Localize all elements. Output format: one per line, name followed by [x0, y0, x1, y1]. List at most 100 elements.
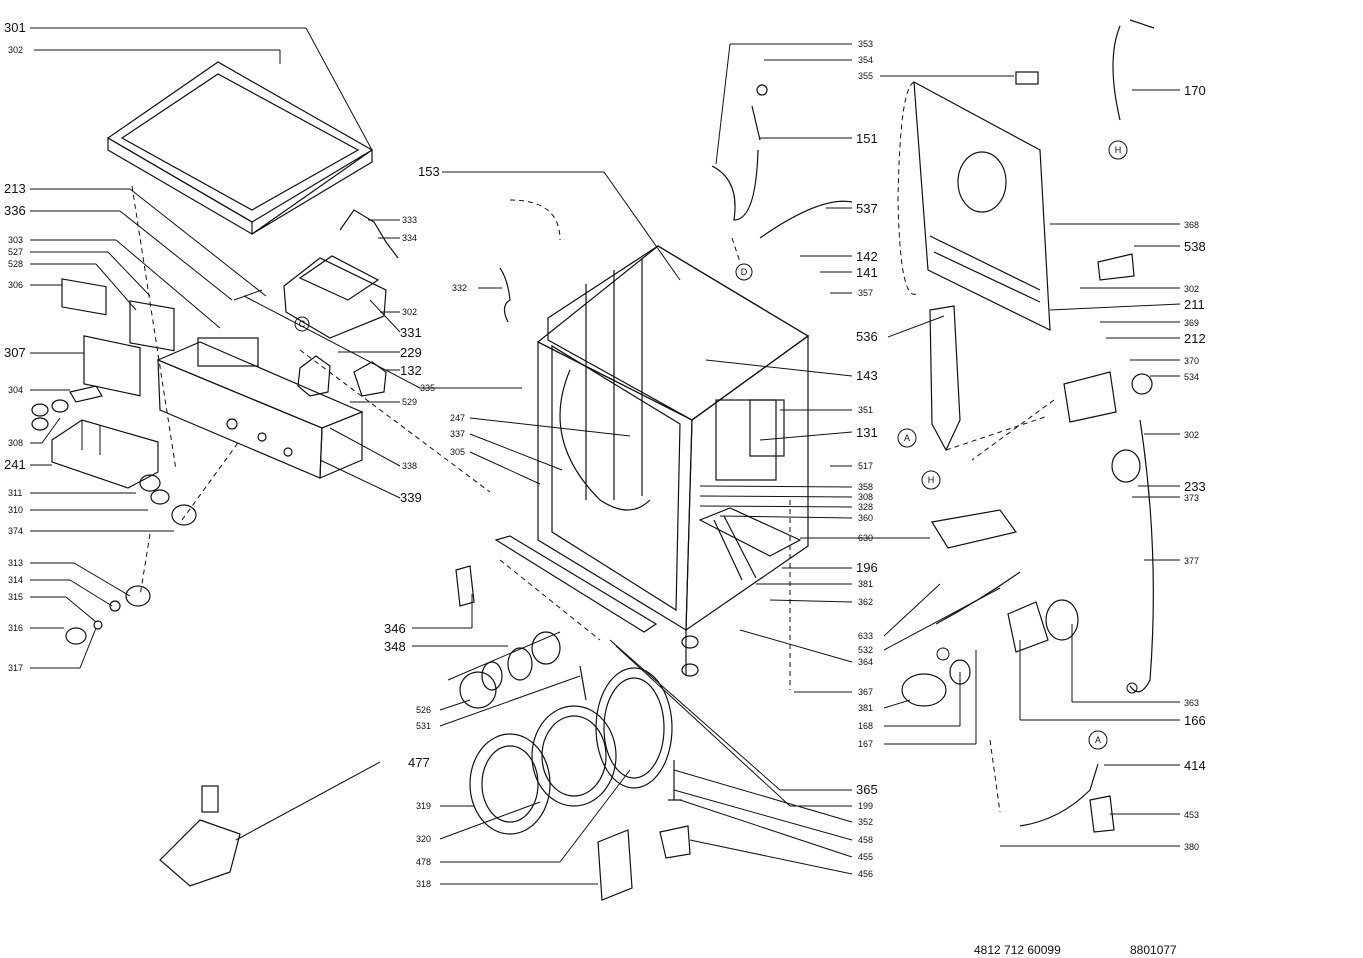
- callout-label: 358: [858, 482, 873, 492]
- callout-label: 168: [858, 721, 873, 731]
- callout-label: 453: [1184, 810, 1199, 820]
- callout-label: 213: [4, 181, 26, 196]
- connector-h-mid: H: [921, 470, 941, 490]
- hoses-part: [499, 84, 853, 323]
- callout-label: 367: [858, 687, 873, 697]
- callout-label: 308: [8, 438, 23, 448]
- door-assembly-part: [469, 665, 691, 901]
- callout-label: 336: [4, 203, 26, 218]
- callout-label: 363: [1184, 698, 1199, 708]
- pump-filter-part: [159, 785, 241, 887]
- connector-label: H: [1115, 145, 1122, 155]
- callout-label: 319: [416, 801, 431, 811]
- callout-label: 478: [416, 857, 431, 867]
- connector-label: A: [1095, 735, 1101, 745]
- callout-label: 332: [452, 283, 467, 293]
- programmer-part: [233, 209, 399, 397]
- callout-label: 357: [858, 288, 873, 298]
- callout-label: 334: [402, 233, 417, 243]
- callout-label: 233: [1184, 479, 1206, 494]
- callout-label: 531: [416, 721, 431, 731]
- callout-label: 364: [858, 657, 873, 667]
- callout-label: 310: [8, 505, 23, 515]
- callout-label: 196: [856, 560, 878, 575]
- callout-label: 377: [1184, 556, 1199, 566]
- hinge-lock-part: [447, 535, 658, 709]
- callout-label: 315: [8, 592, 23, 602]
- callout-label: 352: [858, 817, 873, 827]
- connector-label: A: [904, 433, 910, 443]
- callout-label: 348: [384, 639, 406, 654]
- callout-label: 517: [858, 461, 873, 471]
- callout-label: 534: [1184, 372, 1199, 382]
- callout-label: 241: [4, 457, 26, 472]
- callout-label: 346: [384, 621, 406, 636]
- callout-label: 355: [858, 71, 873, 81]
- leader-lines: [30, 27, 1181, 885]
- callout-label: 527: [8, 247, 23, 257]
- callout-label: 247: [450, 413, 465, 423]
- connector-a-mid: A: [897, 428, 917, 448]
- callout-label: 311: [8, 488, 22, 498]
- connector-a-low: A: [1088, 730, 1108, 750]
- callout-label: 153: [418, 164, 440, 179]
- part-number: 4812 712 60099: [974, 943, 1061, 957]
- detergent-drawer-part: [31, 278, 175, 489]
- connector-h-top: H: [1108, 140, 1128, 160]
- callout-label: 314: [8, 575, 23, 585]
- callout-label: 368: [1184, 220, 1199, 230]
- callout-label: 532: [858, 645, 873, 655]
- callout-label: 529: [402, 397, 417, 407]
- callout-label: 630: [858, 533, 873, 543]
- connector-label: D: [741, 267, 748, 277]
- callout-label: 362: [858, 597, 873, 607]
- connector-d: D: [735, 263, 753, 281]
- callout-label: 526: [416, 705, 431, 715]
- callout-label: 381: [858, 703, 873, 713]
- callout-label: 353: [858, 39, 873, 49]
- callout-label: 354: [858, 55, 873, 65]
- callout-label: 303: [8, 235, 23, 245]
- callout-label: 132: [400, 363, 422, 378]
- callout-label: 328: [858, 502, 873, 512]
- callout-label: 381: [858, 579, 873, 589]
- callout-label: 170: [1184, 83, 1206, 98]
- callout-label: 199: [858, 801, 873, 811]
- callout-label: 131: [856, 425, 878, 440]
- callout-label: 316: [8, 623, 23, 633]
- callout-label: 320: [416, 834, 431, 844]
- callout-label: 369: [1184, 318, 1199, 328]
- callout-label: 313: [8, 558, 23, 568]
- callout-label: 304: [8, 385, 23, 395]
- cabinet-part: [536, 245, 810, 677]
- connector-label: H: [928, 475, 935, 485]
- connector-c: C: [294, 316, 310, 332]
- callout-label: 633: [858, 631, 873, 641]
- callout-label: 142: [856, 249, 878, 264]
- callout-label: 456: [858, 869, 873, 879]
- callout-label: 538: [1184, 239, 1206, 254]
- callout-label: 302: [8, 45, 23, 55]
- callout-label: 477: [408, 755, 430, 770]
- callout-label: 337: [450, 429, 465, 439]
- callout-label: 167: [858, 739, 873, 749]
- callout-label: 458: [858, 835, 873, 845]
- callout-label: 528: [8, 259, 23, 269]
- heater-pump-motor-part: [901, 19, 1155, 833]
- callout-label: 536: [856, 329, 878, 344]
- callout-label: 317: [8, 663, 23, 673]
- callout-label: 537: [856, 201, 878, 216]
- callout-labels: 301 302 213 336 303 527 528 306 307 304 …: [4, 20, 1206, 889]
- callout-label: 151: [856, 131, 878, 146]
- callout-label: 166: [1184, 713, 1206, 728]
- callout-label: 212: [1184, 331, 1206, 346]
- callout-label: 306: [8, 280, 23, 290]
- callout-label: 360: [858, 513, 873, 523]
- callout-label: 229: [400, 345, 422, 360]
- callout-label: 141: [856, 265, 878, 280]
- callout-label: 335: [420, 383, 435, 393]
- top-lid-part: [106, 61, 374, 236]
- document-number: 8801077: [1130, 943, 1177, 957]
- callout-label: 374: [8, 526, 23, 536]
- callout-label: 370: [1184, 356, 1199, 366]
